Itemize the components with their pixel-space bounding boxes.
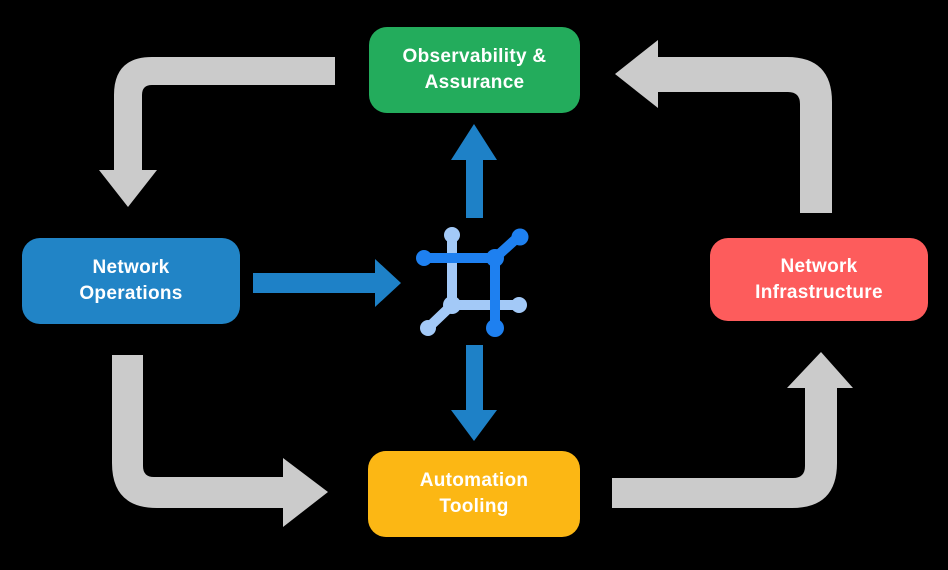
node-label-line: Operations (79, 283, 183, 304)
node-label-line: Assurance (424, 72, 525, 93)
node-observability-assurance: Observability & Assurance (369, 27, 580, 113)
node-automation-tooling: Automation Tooling (368, 451, 580, 537)
flow-arrow-center-to-automation (451, 345, 497, 441)
flow-arrow-bottom-right (612, 352, 853, 508)
flow-arrow-ops-to-center (253, 259, 401, 307)
network-mesh-icon (416, 227, 529, 337)
flow-arrow-top-left (99, 57, 335, 207)
node-label-line: Observability & (402, 46, 547, 67)
node-label-line: Network (92, 257, 170, 278)
node-network-operations: Network Operations (22, 238, 240, 324)
network-mesh-icon-dark-dots (416, 228, 529, 337)
flow-arrow-center-to-observability (451, 124, 497, 218)
node-network-infrastructure: Network Infrastructure (710, 238, 928, 321)
node-label-line: Tooling (439, 496, 509, 517)
flow-arrow-top-right (615, 40, 832, 213)
network-mesh-icon-light-dots (420, 227, 527, 336)
node-label-line: Network (780, 255, 858, 277)
flow-arrow-bottom-left (112, 355, 328, 527)
node-label-line: Infrastructure (755, 281, 883, 303)
node-label-line: Automation (419, 470, 529, 491)
